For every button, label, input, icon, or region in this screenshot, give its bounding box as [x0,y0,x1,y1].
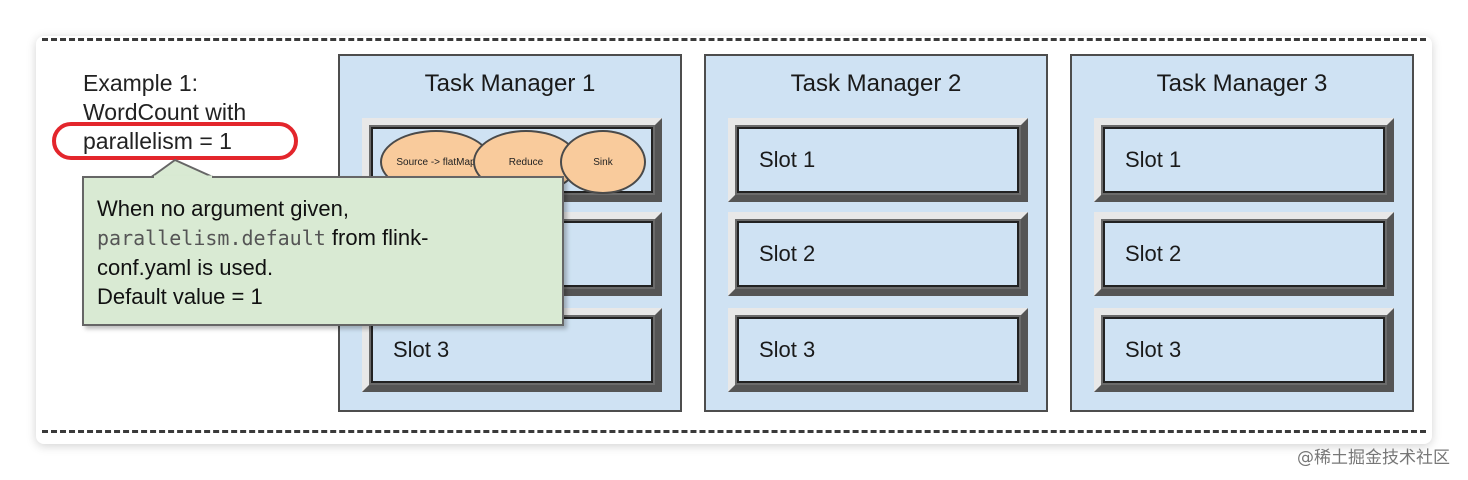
slot-1: Slot 1 [1094,118,1394,202]
task-manager-title: Task Manager 1 [424,70,596,97]
slot-1: Slot 1 [728,118,1028,202]
slot-inner: Slot 1 [1103,127,1385,193]
watermark: @稀土掘金技术社区 [1297,448,1450,468]
top-dashed-border [42,38,1426,41]
slot-label: Slot 3 [1125,337,1182,362]
slot-3: Slot 3 [1094,308,1394,392]
parallelism-value: parallelism = 1 [83,128,232,154]
example-label: Example 1: WordCount with parallelism = … [83,69,246,156]
callout-default: Default value = 1 [97,284,263,309]
callout-line-3: conf.yaml is used. [97,255,274,280]
task-manager-3: Task Manager 3 Slot 1 Slot 2 Slot 3 [1070,54,1414,412]
callout-note: When no argument given, parallelism.defa… [82,176,564,326]
task-manager-title: Task Manager 3 [1156,70,1328,97]
slot-label: Slot 1 [1125,147,1182,172]
example-title: Example 1: [83,70,199,96]
callout-line-1: When no argument given, [97,196,349,221]
example-subtitle: WordCount with [83,99,247,125]
slot-label: Slot 3 [393,337,450,362]
slot-label: Slot 2 [1125,241,1182,266]
slot-label: Slot 2 [759,241,816,266]
task-manager-title: Task Manager 2 [790,70,962,97]
slot-2: Slot 2 [728,212,1028,296]
slot-inner: Slot 2 [1103,221,1385,287]
slot-inner: Slot 2 [737,221,1019,287]
config-key: parallelism.default [97,226,326,250]
task-manager-2: Task Manager 2 Slot 1 Slot 2 Slot 3 [704,54,1048,412]
slot-label: Slot 3 [759,337,816,362]
slot-3: Slot 3 [728,308,1028,392]
operator-sink: Sink [560,130,646,194]
bottom-dashed-border [42,430,1426,433]
slot-inner: Slot 3 [737,317,1019,383]
callout-line-2: parallelism.default from flink- [97,223,562,253]
slot-2: Slot 2 [1094,212,1394,296]
slot-inner: Slot 1 [737,127,1019,193]
slot-inner: Slot 3 [371,317,653,383]
callout-from: from flink- [325,225,429,250]
slot-label: Slot 1 [759,147,816,172]
slot-inner: Slot 3 [1103,317,1385,383]
parallelism-highlight-oval [52,122,298,160]
